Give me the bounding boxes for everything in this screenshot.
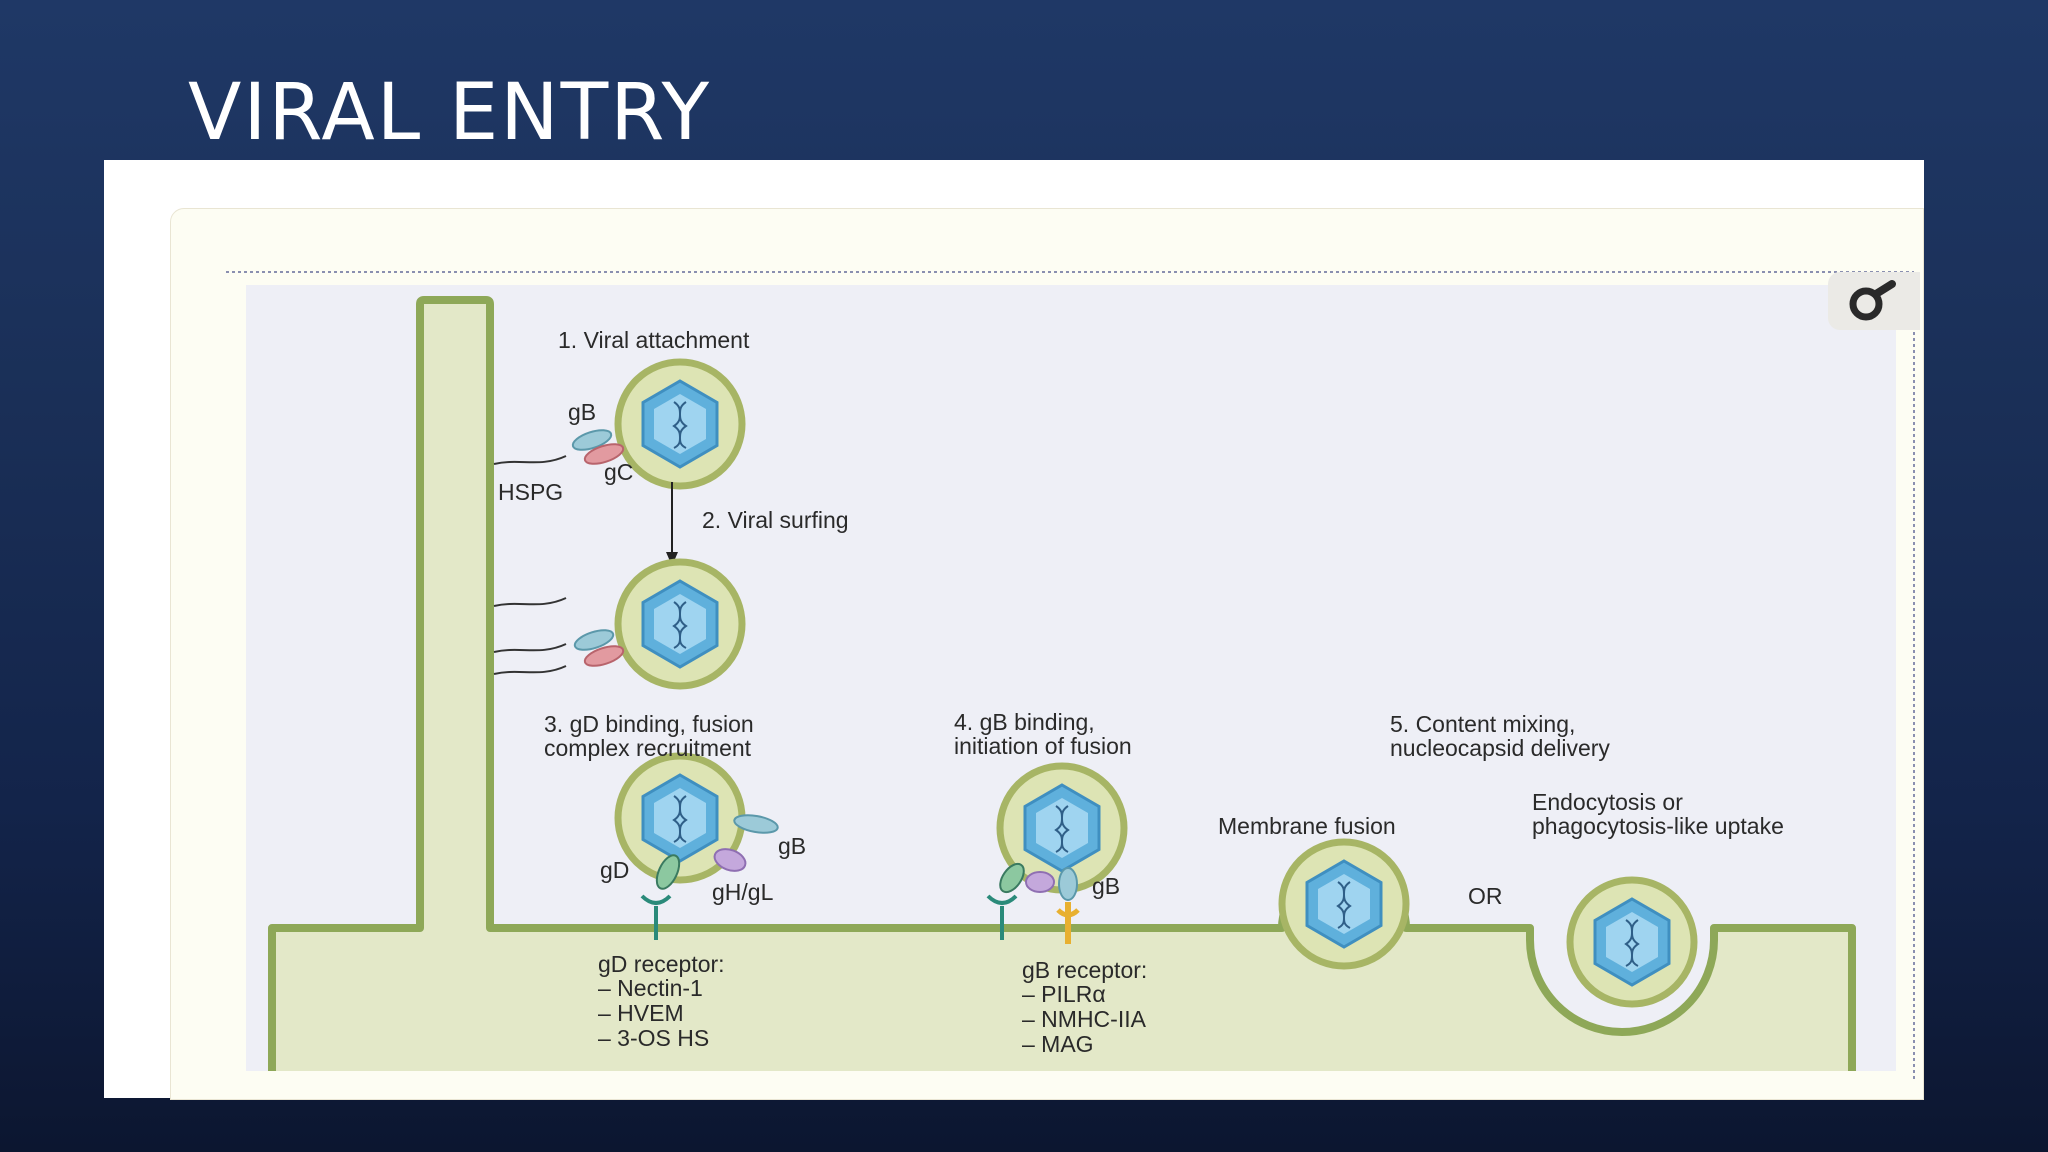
label-hspg: HSPG: [498, 479, 563, 505]
gB-receptor-item: – MAG: [1022, 1031, 1094, 1057]
label-gB-1: gB: [568, 399, 596, 425]
gB-receptor-item: – NMHC-IIA: [1022, 1006, 1147, 1032]
label-gC: gC: [604, 459, 633, 485]
virion-attachment: [618, 362, 742, 486]
slide-title: VIRAL ENTRY: [188, 68, 712, 158]
gB-protein-3: [733, 814, 779, 834]
virion-surfing: [618, 562, 742, 686]
label-step-5-line-1: 5. Content mixing,: [1390, 711, 1575, 737]
hspg-chains: [493, 455, 567, 675]
gD-protein-3: [655, 854, 681, 890]
label-gD: gD: [600, 857, 629, 883]
virion-endocytosis: [1570, 880, 1694, 1004]
gD-receptor-title: gD receptor:: [598, 951, 725, 977]
label-endocytosis-line-1: Endocytosis or: [1532, 789, 1683, 815]
label-gB-4: gB: [1092, 873, 1120, 899]
label-step-4-line-2: initiation of fusion: [954, 733, 1132, 759]
gD-receptor-item: – 3-OS HS: [598, 1025, 709, 1051]
gB-protein-1: [571, 429, 613, 451]
label-step-2: 2. Viral surfing: [702, 507, 849, 533]
label-or: OR: [1468, 883, 1503, 909]
virion-membrane-fusion: [1282, 842, 1406, 966]
gB-protein-2: [573, 629, 615, 651]
label-step-4-line-1: 4. gB binding,: [954, 709, 1095, 735]
gD-receptor-item: – HVEM: [598, 1000, 684, 1026]
label-membrane-fusion: Membrane fusion: [1218, 813, 1396, 839]
gH-gL-protein: [713, 848, 747, 872]
gB-receptor: [1056, 902, 1080, 944]
label-step-3-line-1: 3. gD binding, fusion: [544, 711, 754, 737]
label-step-1: 1. Viral attachment: [558, 327, 750, 353]
gD-receptor-item: – Nectin-1: [598, 975, 703, 1001]
label-gB-3: gB: [778, 833, 806, 859]
gC-protein-1: [583, 443, 625, 465]
gB-receptor-item: – PILRα: [1022, 981, 1106, 1007]
cell-cytoplasm: [270, 300, 1852, 1071]
zoom-magnifier-icon: [1849, 280, 1896, 321]
label-step-5-line-2: nucleocapsid delivery: [1390, 735, 1610, 761]
gD-receptor-3: [640, 894, 672, 940]
gD-protein-4: [999, 862, 1025, 894]
label-gH-gL: gH/gL: [712, 879, 774, 905]
gB-receptor-title: gB receptor:: [1022, 957, 1147, 983]
label-endocytosis-line-2: phagocytosis-like uptake: [1532, 813, 1784, 839]
gC-protein-2: [583, 645, 625, 667]
gH-gL-protein-4: [1025, 871, 1055, 893]
zoom-button[interactable]: [1828, 272, 1920, 330]
label-step-3-line-2: complex recruitment: [544, 735, 752, 761]
gD-receptor-4: [986, 894, 1018, 940]
gB-protein-4: [1058, 867, 1078, 901]
